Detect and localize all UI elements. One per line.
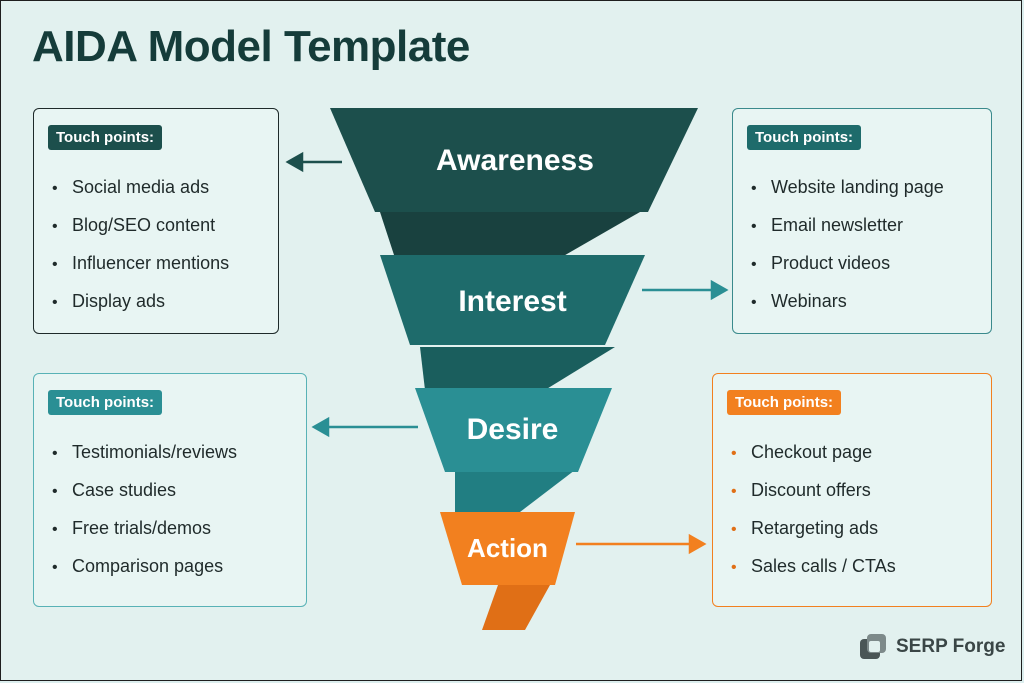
touchpoints-list: •Website landing page •Email newsletter … <box>751 175 944 327</box>
list-item: •Blog/SEO content <box>52 213 229 251</box>
brand-logo: SERP Forge <box>858 632 1005 662</box>
list-item: •Product videos <box>751 251 944 289</box>
bullet-icon: • <box>731 445 737 462</box>
stage-interest-shape <box>380 255 645 345</box>
arrow-interest <box>642 279 729 301</box>
list-item: •Sales calls / CTAs <box>731 554 896 592</box>
touchpoints-card-interest: Touch points: •Website landing page •Ema… <box>732 108 992 334</box>
arrow-desire <box>311 416 418 438</box>
touchpoints-tag: Touch points: <box>48 125 163 150</box>
list-item: •Comparison pages <box>52 554 237 592</box>
list-item: •Webinars <box>751 289 944 327</box>
list-item: •Email newsletter <box>751 213 944 251</box>
bullet-icon: • <box>52 294 58 311</box>
list-item: •Influencer mentions <box>52 251 229 289</box>
bullet-icon: • <box>751 256 757 273</box>
touchpoints-list: •Testimonials/reviews •Case studies •Fre… <box>52 440 237 592</box>
list-item: •Retargeting ads <box>731 516 896 554</box>
touchpoints-list: •Checkout page •Discount offers •Retarge… <box>731 440 896 592</box>
twist-awareness-interest <box>380 212 640 258</box>
list-item: •Display ads <box>52 289 229 327</box>
list-item: •Free trials/demos <box>52 516 237 554</box>
touchpoints-list: •Social media ads •Blog/SEO content •Inf… <box>52 175 229 327</box>
bullet-icon: • <box>751 218 757 235</box>
list-item: •Checkout page <box>731 440 896 478</box>
touchpoints-card-desire: Touch points: •Testimonials/reviews •Cas… <box>33 373 307 607</box>
stage-action-shape <box>440 512 575 585</box>
list-item: •Case studies <box>52 478 237 516</box>
list-item: •Social media ads <box>52 175 229 213</box>
arrow-action <box>576 533 707 555</box>
touchpoints-tag: Touch points: <box>747 125 862 150</box>
page-title: AIDA Model Template <box>32 22 470 71</box>
arrow-awareness <box>285 151 342 173</box>
bullet-icon: • <box>52 445 58 462</box>
bullet-icon: • <box>731 559 737 576</box>
twist-desire-action <box>455 470 575 512</box>
bullet-icon: • <box>52 256 58 273</box>
touchpoints-tag: Touch points: <box>727 390 842 415</box>
serp-forge-logo-icon <box>860 634 886 659</box>
bullet-icon: • <box>52 218 58 235</box>
touchpoints-card-action: Touch points: •Checkout page •Discount o… <box>712 373 992 607</box>
stage-awareness-shape <box>330 108 698 212</box>
stage-desire-label: Desire <box>466 413 559 446</box>
touchpoints-card-awareness: Touch points: •Social media ads •Blog/SE… <box>33 108 279 334</box>
bullet-icon: • <box>52 483 58 500</box>
bullet-icon: • <box>751 294 757 311</box>
list-item: •Discount offers <box>731 478 896 516</box>
bullet-icon: • <box>52 180 58 197</box>
list-item: •Website landing page <box>751 175 944 213</box>
brand-name: SERP Forge <box>896 636 1006 657</box>
stage-interest-label: Interest <box>458 285 567 318</box>
stage-action-label: Action <box>467 533 548 563</box>
bullet-icon: • <box>52 521 58 538</box>
bullet-icon: • <box>731 521 737 538</box>
twist-action-tail <box>482 585 550 630</box>
stage-awareness-label: Awareness <box>436 144 594 177</box>
bullet-icon: • <box>751 180 757 197</box>
touchpoints-tag: Touch points: <box>48 390 163 415</box>
list-item: •Testimonials/reviews <box>52 440 237 478</box>
bullet-icon: • <box>52 559 58 576</box>
bullet-icon: • <box>731 483 737 500</box>
stage-desire-shape <box>415 388 612 472</box>
twist-interest-desire <box>420 347 615 390</box>
